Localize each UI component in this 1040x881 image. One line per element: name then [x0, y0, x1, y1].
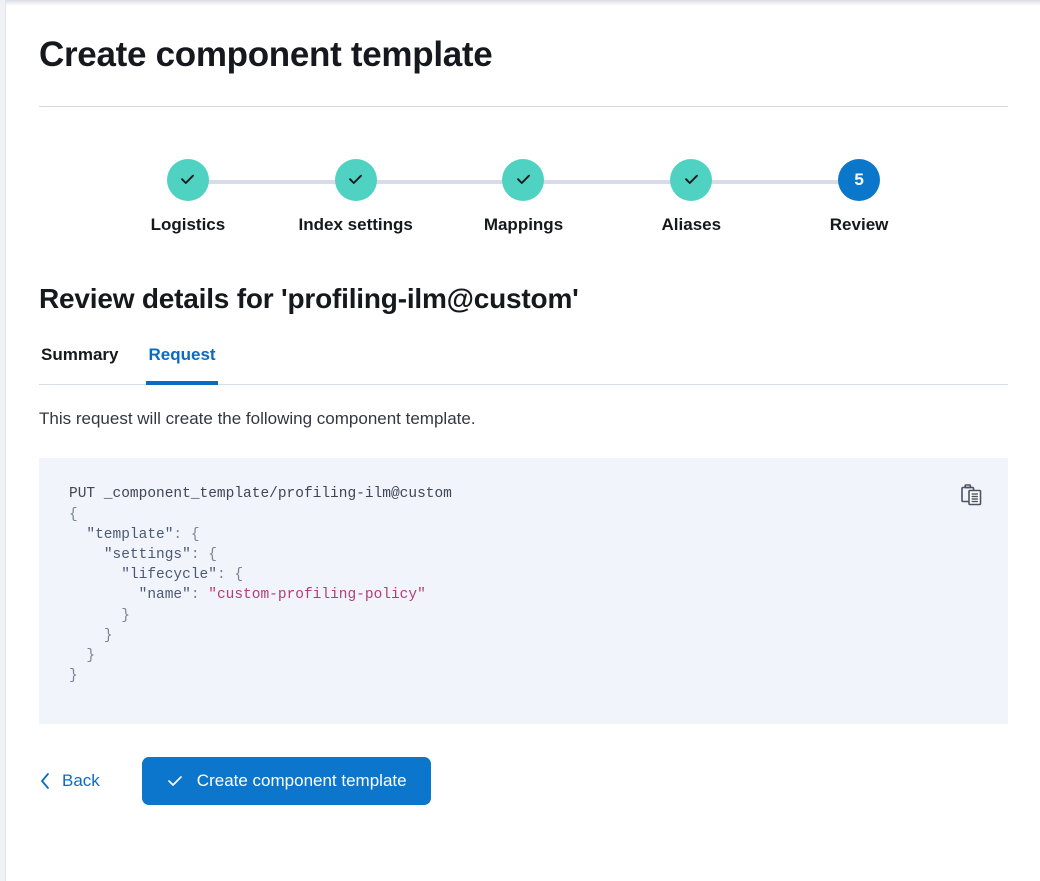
code-key-name: "name" [138, 587, 191, 604]
stepper-step-aliases[interactable]: Aliases [607, 158, 860, 235]
section-heading: Review details for 'profiling-ilm@custom… [39, 282, 579, 314]
page-title: Create component template [39, 35, 493, 74]
code-http-method: PUT [69, 486, 96, 503]
back-button[interactable]: Back [39, 771, 100, 791]
code-brace-open-settings: { [208, 546, 217, 563]
stepper-step-review[interactable]: 5 Review [775, 158, 943, 235]
tab-summary[interactable]: Summary [39, 345, 120, 385]
window-top-edge [0, 0, 1040, 6]
stepper-circle-complete [334, 158, 377, 201]
code-colon: : [173, 526, 191, 543]
stepper-label-mappings: Mappings [483, 214, 564, 234]
check-icon [349, 174, 363, 184]
code-brace-close-template: } [86, 647, 96, 664]
code-colon: : [190, 546, 209, 563]
code-brace-open-lifecycle: { [234, 567, 244, 584]
stepper-connector [355, 179, 524, 184]
check-icon [517, 174, 530, 184]
code-colon: : [190, 587, 209, 604]
code-key-settings: "settings" [103, 546, 191, 563]
code-key-template: "template" [86, 526, 174, 543]
code-colon: : [216, 567, 235, 584]
header-divider [39, 105, 1008, 107]
wizard-stepper: Logistics Index settings Mappi [104, 158, 943, 235]
window-left-edge [0, 0, 6, 881]
clipboard-copy-icon [960, 484, 981, 506]
request-description: This request will create the following c… [39, 408, 476, 428]
stepper-label-logistics: Logistics [150, 214, 226, 234]
stepper-step-logistics[interactable]: Logistics [104, 158, 356, 235]
tab-request[interactable]: Request [146, 345, 218, 385]
stepper-label-aliases: Aliases [661, 214, 722, 234]
stepper-connector [691, 179, 860, 184]
code-brace-open-root: { [69, 506, 78, 523]
code-brace-open-template: { [190, 526, 200, 543]
code-value-policy-name: "custom-profiling-policy" [208, 587, 426, 604]
stepper-circle-complete [166, 158, 209, 201]
stepper-label-review: Review [829, 214, 889, 234]
code-brace-close-root: } [69, 668, 78, 685]
code-key-lifecycle: "lifecycle" [121, 567, 217, 584]
code-brace-close-settings: } [103, 627, 113, 644]
stepper-circle-complete [502, 158, 545, 201]
check-icon [684, 174, 698, 184]
back-button-label: Back [62, 771, 100, 791]
stepper-step-index-settings[interactable]: Index settings [272, 158, 524, 235]
chevron-left-icon [41, 773, 49, 790]
request-code-text: PUT _component_template/profiling-ilm@cu… [69, 484, 978, 686]
check-icon [181, 174, 195, 184]
stepper-connector [523, 179, 692, 184]
create-component-template-label: Create component template [196, 771, 407, 791]
copy-request-button[interactable] [956, 480, 986, 510]
stepper-circle-current: 5 [838, 158, 881, 201]
review-tabs: Summary Request [39, 345, 1008, 385]
stepper-connector [187, 179, 356, 184]
stepper-step-mappings[interactable]: Mappings [440, 158, 692, 235]
create-component-template-button[interactable]: Create component template [141, 757, 431, 806]
code-brace-close-lifecycle: } [121, 607, 130, 624]
stepper-label-index-settings: Index settings [298, 214, 413, 234]
wizard-footer: Back Create component template [39, 757, 1008, 806]
check-icon [167, 776, 182, 787]
stepper-step-number: 5 [854, 170, 864, 189]
stepper-circle-complete [670, 158, 713, 201]
request-code-block: PUT _component_template/profiling-ilm@cu… [39, 458, 1008, 725]
code-http-path: _component_template/profiling-ilm@custom [103, 486, 452, 503]
page-container: Create component template Logistics [7, 6, 1040, 881]
